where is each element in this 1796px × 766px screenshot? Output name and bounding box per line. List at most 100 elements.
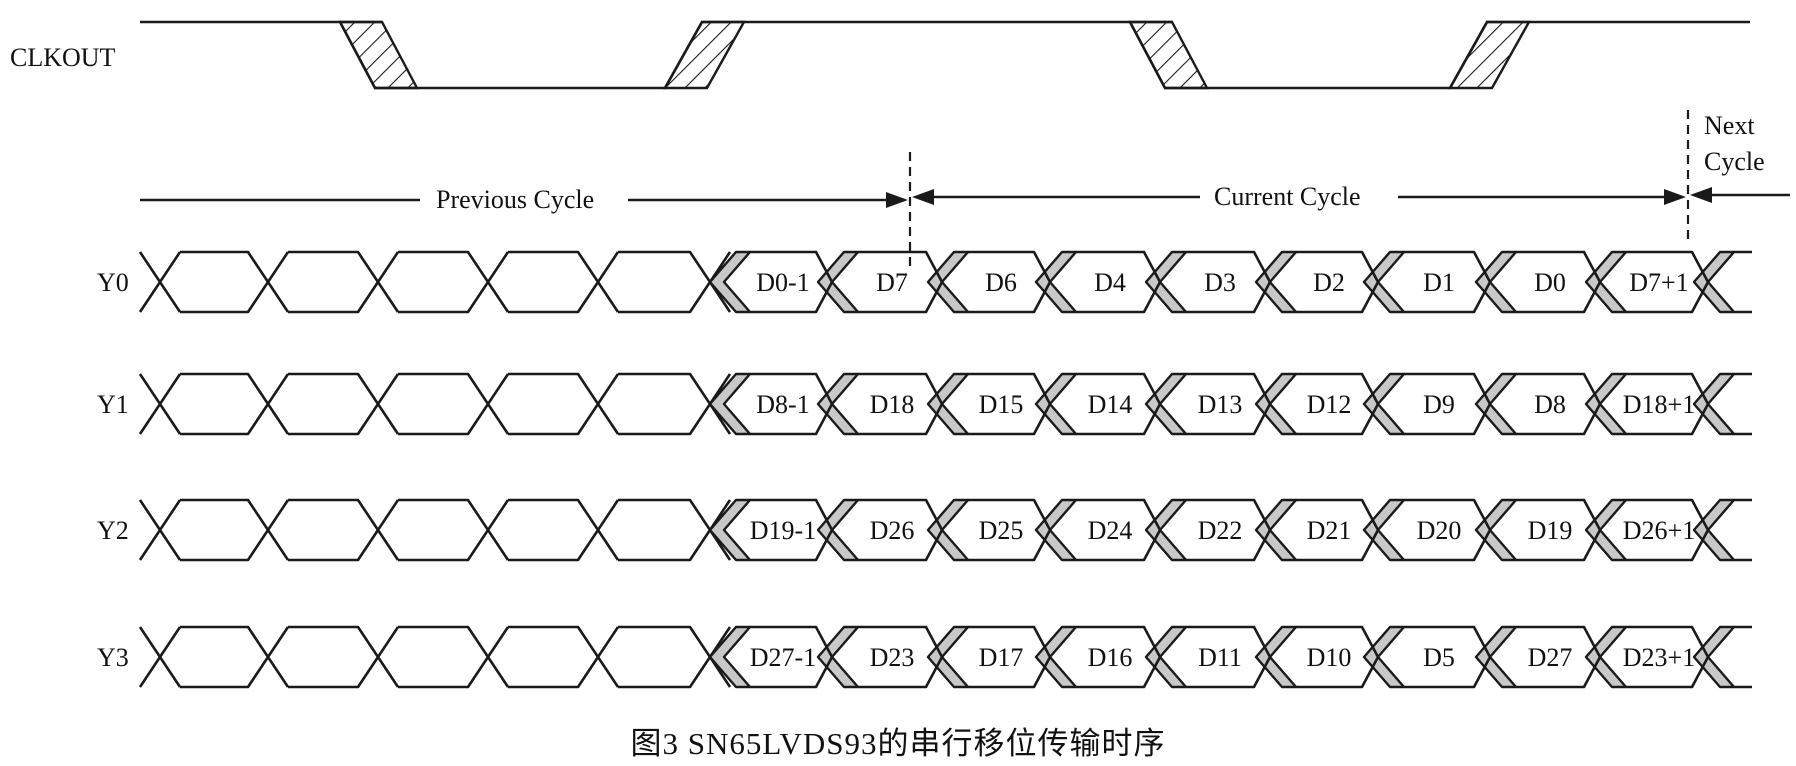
bit-label-y3-4: D11 [1198, 643, 1242, 672]
clock-waveform [140, 20, 1750, 90]
transition-wedge-y1-4 [1144, 372, 1188, 436]
channel-label-y1: Y1 [97, 390, 129, 419]
clock-rise-hatch-1 [662, 20, 747, 90]
next-cycle-arrowhead [1690, 187, 1712, 203]
transition-wedge-y0-1 [816, 250, 860, 314]
clock-rise-hatch-2 [1447, 20, 1532, 90]
bit-label-y1-7: D8 [1534, 390, 1566, 419]
transition-wedge-y1-6 [1362, 372, 1406, 436]
bit-label-y1-3: D14 [1088, 390, 1133, 419]
transition-wedge-y0-5 [1254, 250, 1298, 314]
channel-y3: Y3 D27-1 D23 D17 D16 D11 D10 D5 D27 D23+1 [97, 625, 1752, 689]
channel-eyes-previous-y0 [138, 250, 732, 314]
channel-y1: Y1 D8-1 D18 D15 D14 D13 D12 D9 D8 D18+1 [97, 372, 1752, 436]
transition-wedge-y1-8 [1584, 372, 1628, 436]
current-cycle-arrowhead-right [1664, 189, 1686, 205]
transition-wedge-y0-2 [926, 250, 970, 314]
channel-eyes-current-y3 [750, 625, 1752, 689]
current-cycle-label: Current Cycle [1214, 182, 1361, 211]
bit-label-y3-7: D27 [1528, 643, 1573, 672]
transition-wedge-y1-0 [708, 372, 752, 436]
channel-label-y2: Y2 [97, 516, 129, 545]
bit-label-y3-0: D27-1 [750, 643, 816, 672]
transition-wedge-y2-2 [926, 498, 970, 562]
bit-label-y0-2: D6 [985, 268, 1017, 297]
transition-wedge-y1-1 [816, 372, 860, 436]
transition-wedge-y3-0 [708, 625, 752, 689]
bit-label-y0-3: D4 [1094, 268, 1126, 297]
transition-wedge-y3-6 [1362, 625, 1406, 689]
channel-label-y0: Y0 [97, 268, 129, 297]
bit-label-y1-5: D12 [1307, 390, 1352, 419]
bit-label-y3-5: D10 [1307, 643, 1352, 672]
clkout-label: CLKOUT [10, 43, 116, 72]
bit-label-y0-5: D2 [1313, 268, 1345, 297]
bit-label-y1-0: D8-1 [756, 390, 809, 419]
bit-label-y0-0: D0-1 [756, 268, 809, 297]
bit-label-y1-1: D18 [870, 390, 915, 419]
transition-wedge-y2-6 [1362, 498, 1406, 562]
bit-label-y3-2: D17 [979, 643, 1024, 672]
channel-eyes-current-y2 [750, 498, 1752, 562]
transition-wedge-y0-3 [1034, 250, 1078, 314]
bit-label-y2-0: D19-1 [750, 516, 816, 545]
current-cycle-arrowhead-left [912, 189, 934, 205]
transition-wedge-y3-5 [1254, 625, 1298, 689]
transition-wedge-y1-5 [1254, 372, 1298, 436]
bit-label-y2-1: D26 [870, 516, 915, 545]
next-cycle-label-line2: Cycle [1704, 147, 1765, 176]
transition-wedge-y3-1 [816, 625, 860, 689]
transition-wedge-y0-6 [1362, 250, 1406, 314]
bit-label-y0-1: D7 [876, 268, 908, 297]
previous-cycle-label: Previous Cycle [436, 185, 594, 214]
channel-label-y3: Y3 [97, 643, 129, 672]
transition-wedge-y1-9 [1692, 372, 1736, 436]
transition-wedge-y2-5 [1254, 498, 1298, 562]
bit-label-y2-5: D21 [1307, 516, 1352, 545]
bit-label-y2-7: D19 [1528, 516, 1573, 545]
channel-eyes-current-y1 [750, 372, 1752, 436]
bit-label-y3-1: D23 [870, 643, 915, 672]
bit-label-y1-8: D18+1 [1623, 390, 1695, 419]
bit-label-y3-6: D5 [1423, 643, 1455, 672]
bit-label-y0-4: D3 [1204, 268, 1236, 297]
bit-label-y2-8: D26+1 [1623, 516, 1695, 545]
previous-cycle-arrowhead [886, 192, 908, 208]
next-cycle-label-line1: Next [1704, 111, 1755, 140]
transition-wedge-y0-7 [1474, 250, 1518, 314]
transition-wedge-y2-4 [1144, 498, 1188, 562]
clock-fall-hatch-2 [1128, 20, 1209, 90]
transition-wedge-y0-4 [1144, 250, 1188, 314]
transition-wedge-y2-8 [1584, 498, 1628, 562]
transition-wedge-y0-8 [1584, 250, 1628, 314]
clock-fall-hatch-1 [338, 20, 419, 90]
transition-wedge-y2-1 [816, 498, 860, 562]
bit-label-y3-3: D16 [1088, 643, 1133, 672]
bit-label-y3-8: D23+1 [1623, 643, 1695, 672]
transition-wedge-y2-9 [1692, 498, 1736, 562]
bit-label-y2-3: D24 [1088, 516, 1133, 545]
bit-label-y2-6: D20 [1417, 516, 1462, 545]
transition-wedge-y1-7 [1474, 372, 1518, 436]
transition-wedge-y2-7 [1474, 498, 1518, 562]
bit-label-y1-6: D9 [1423, 390, 1455, 419]
transition-wedge-y1-2 [926, 372, 970, 436]
bit-label-y1-2: D15 [979, 390, 1024, 419]
bit-label-y2-4: D22 [1198, 516, 1243, 545]
transition-wedge-y3-4 [1144, 625, 1188, 689]
channel-eyes-previous-y3 [138, 625, 732, 689]
transition-wedge-y1-3 [1034, 372, 1078, 436]
cycle-markers: Previous Cycle Current Cycle Next Cycle [140, 110, 1790, 272]
channel-eyes-previous-y1 [138, 372, 732, 436]
transition-wedge-y3-9 [1692, 625, 1736, 689]
bit-label-y1-4: D13 [1198, 390, 1243, 419]
bit-label-y0-8: D7+1 [1629, 268, 1688, 297]
transition-wedge-y2-3 [1034, 498, 1078, 562]
channel-eyes-current-y0 [750, 250, 1752, 314]
bit-label-y0-7: D0 [1534, 268, 1566, 297]
transition-wedge-y0-0 [708, 250, 752, 314]
figure-caption: 图3 SN65LVDS93的串行移位传输时序 [630, 726, 1166, 761]
